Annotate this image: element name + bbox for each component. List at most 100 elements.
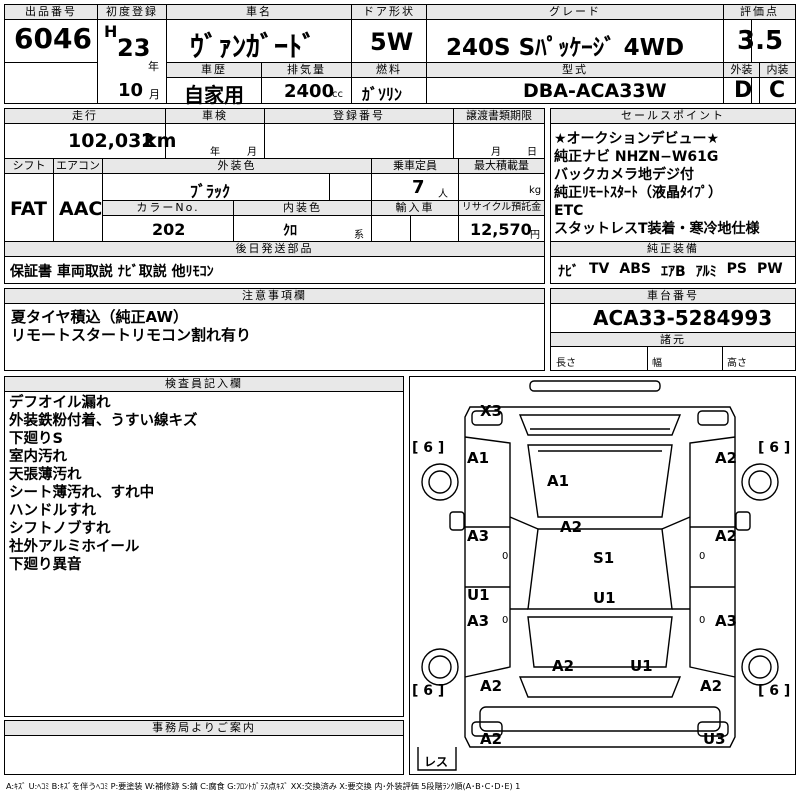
transfer-label: 譲渡書類期限 (453, 108, 545, 124)
mark-a2-rl: A2 (480, 677, 503, 695)
note-1: 夏タイヤ積込（純正AW） (11, 308, 189, 326)
chassis-number: ACA33-5284993 (593, 306, 773, 330)
color-no-label: カラーNo. (102, 200, 234, 216)
inspector-line-8: シフトノブすれ (9, 521, 111, 537)
grade: 240S Sﾊﾟｯｹｰｼﾞ 4WD (446, 35, 685, 61)
damage-diagram: X3 A1 A1 A2 A2 A3 A2 S1 U1 U1 A3 A3 A2 U… (409, 376, 796, 775)
inspector-line-4: 室内汚れ (9, 449, 67, 465)
mileage-unit: km (144, 130, 177, 152)
mark-a2-bumper: A2 (480, 730, 503, 748)
ac-label: エアコン (53, 158, 103, 174)
inspector-line-5: 天張薄汚れ (9, 467, 82, 483)
genuine-title: 純正装備 (550, 241, 796, 257)
exterior-label: 外装 (723, 62, 760, 78)
displacement: 2400 (284, 81, 335, 102)
transfer-day-unit: 日 (527, 147, 537, 158)
sales-point-6: スタットレスT装着・寒冷地仕様 (554, 221, 760, 237)
recycle-unit: 円 (530, 230, 540, 241)
model: DBA-ACA33W (523, 80, 667, 102)
genuine-ps: PS (726, 261, 747, 277)
mark-a1-hood: A1 (547, 472, 570, 490)
tire-fr: [ 6 ] (758, 440, 791, 456)
interior-cell (759, 77, 796, 104)
inspector-line-10: 下廻り異音 (9, 557, 82, 573)
mileage-label: 走行 (4, 108, 166, 124)
genuine-pw: PW (757, 261, 783, 277)
score-label: 評価点 (723, 4, 796, 20)
capacity-unit: 人 (438, 189, 448, 200)
tire-rr: [ 6 ] (758, 683, 791, 699)
reg-month-unit: 月 (149, 88, 160, 101)
color-label: 外装色 (102, 158, 372, 174)
mark-a3-lr: A3 (467, 612, 490, 630)
import-cell (371, 215, 411, 242)
zero-mark-2: 0 (699, 551, 706, 562)
genuine-alloy: ｱﾙﾐ (695, 264, 717, 280)
genuine-box (550, 256, 796, 284)
score: 3.5 (737, 26, 784, 56)
model-label: 型式 (426, 62, 724, 78)
tire-fl: [ 6 ] (412, 440, 445, 456)
mark-s1: S1 (593, 549, 615, 567)
color-cell-right (329, 173, 372, 201)
zero-mark-4: 0 (699, 615, 706, 626)
int-color-cell (233, 215, 372, 242)
interior-color: ｸﾛ (283, 223, 297, 239)
inspector-line-7: ハンドルすれ (9, 503, 96, 519)
reg-year-unit: 年 (148, 60, 159, 73)
office-box (4, 735, 404, 775)
shift: FAT (10, 198, 47, 220)
car-name-label: 車名 (166, 4, 352, 20)
inspection-year-unit: 年 (210, 147, 220, 158)
inspector-line-1: デフオイル漏れ (9, 395, 111, 411)
sales-point-5: ETC (554, 203, 584, 219)
car-outline (417, 380, 779, 771)
genuine-items: ﾅﾋﾞ TV ABS ｴｱB ｱﾙﾐ PS PW (558, 261, 794, 281)
car-name: ｳﾞｧﾝｶﾞｰﾄﾞ (190, 30, 317, 63)
note-2: リモートスタートリモコン割れ有り (11, 326, 252, 344)
tire-rl: [ 6 ] (412, 683, 445, 699)
lot-label: 出品番号 (4, 4, 98, 20)
chassis-title: 車台番号 (550, 288, 796, 304)
later-parts-box (4, 256, 545, 284)
mark-u1-roof: U1 (593, 589, 616, 607)
plate-label: 登録番号 (264, 108, 454, 124)
reg-year: 23 (117, 34, 151, 62)
lot-number: 6046 (14, 22, 92, 55)
office-title: 事務局よりご案内 (4, 720, 404, 736)
interior-label: 内装 (759, 62, 796, 78)
lot-spacer (4, 62, 98, 104)
load-unit: kg (529, 185, 542, 196)
era-letter: H (104, 22, 118, 41)
int-color-label: 内装色 (233, 200, 372, 216)
capacity: 7 (412, 177, 425, 198)
mark-a2-rr: A2 (700, 677, 723, 695)
interior-grade: C (769, 78, 786, 103)
inspector-title: 検査員記入欄 (4, 376, 404, 392)
load-label: 最大積載量 (458, 158, 545, 174)
fuel-label: 燃料 (351, 62, 427, 78)
zero-mark-1: 0 (502, 551, 509, 562)
sales-point-3: バックカメラ地デジ付 (554, 167, 694, 183)
inspector-box: デフオイル漏れ 外装鉄粉付着、うすい線キズ 下廻りS 室内汚れ 天張薄汚れ シー… (4, 391, 404, 717)
genuine-abs: ABS (619, 261, 651, 277)
recycle: 12,570 (470, 220, 532, 239)
exterior-grade: D (734, 78, 753, 103)
inspector-line-9: 社外アルミホイール (9, 539, 140, 555)
spec-length-label: 長さ (556, 358, 576, 369)
spec-width-label: 幅 (652, 358, 662, 369)
sales-point-2: 純正ナビ NHZN−W61G (554, 149, 719, 165)
mark-a3-rr: A3 (715, 612, 738, 630)
genuine-nav: ﾅﾋﾞ (558, 264, 579, 280)
inspection-label: 車検 (165, 108, 265, 124)
spec-height-cell (722, 346, 796, 371)
mark-u1-tr: U1 (630, 657, 653, 675)
grade-label: グレード (426, 4, 724, 20)
inspector-line-3: 下廻りS (9, 431, 63, 447)
mark-u3: U3 (703, 730, 726, 748)
sales-points-box: ★オークションデビュー★ 純正ナビ NHZN−W61G バックカメラ地デジ付 純… (550, 123, 796, 242)
exterior-color: ﾌﾞﾗｯｸ (190, 182, 231, 201)
first-reg-label: 初度登録 (97, 4, 167, 20)
genuine-tv: TV (589, 261, 610, 277)
reg-month: 10 (118, 80, 144, 101)
